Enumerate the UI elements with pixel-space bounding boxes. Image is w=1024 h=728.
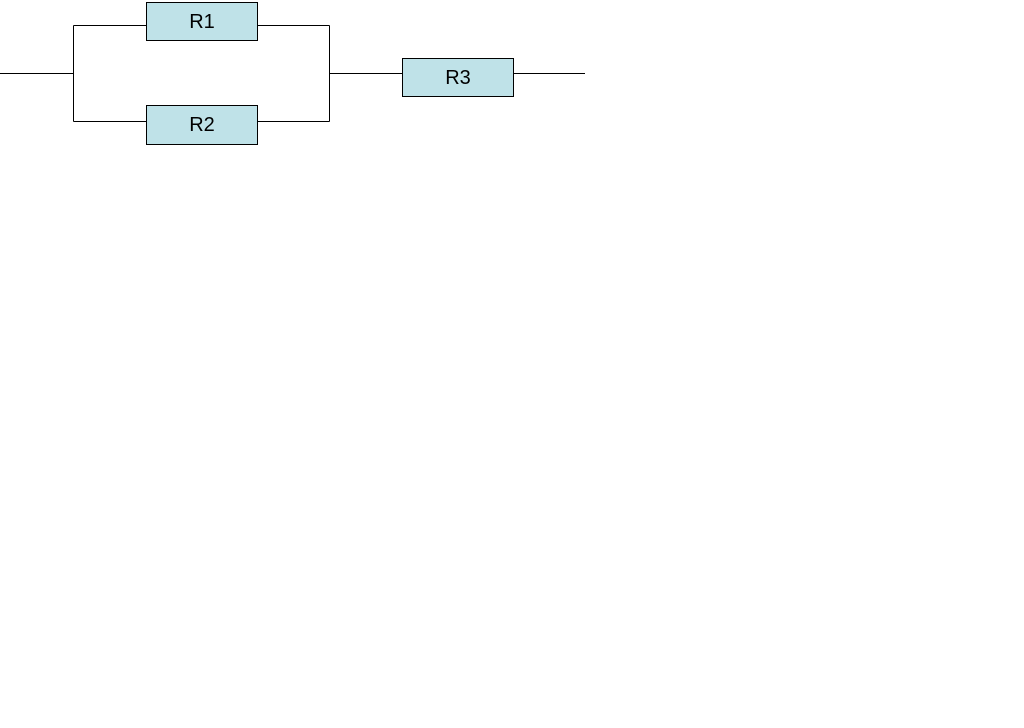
resistor-r3: R3	[402, 58, 514, 97]
resistor-r1: R1	[146, 2, 258, 41]
resistor-r3-body	[402, 58, 514, 97]
resistor-r2-body	[146, 105, 258, 145]
resistor-r1-body	[146, 2, 258, 41]
resistor-r1-label: R1	[189, 11, 215, 33]
wires	[0, 25, 585, 122]
resistor-r2: R2	[146, 105, 258, 145]
resistor-r3-label: R3	[445, 67, 471, 89]
resistor-r2-label: R2	[189, 114, 215, 136]
